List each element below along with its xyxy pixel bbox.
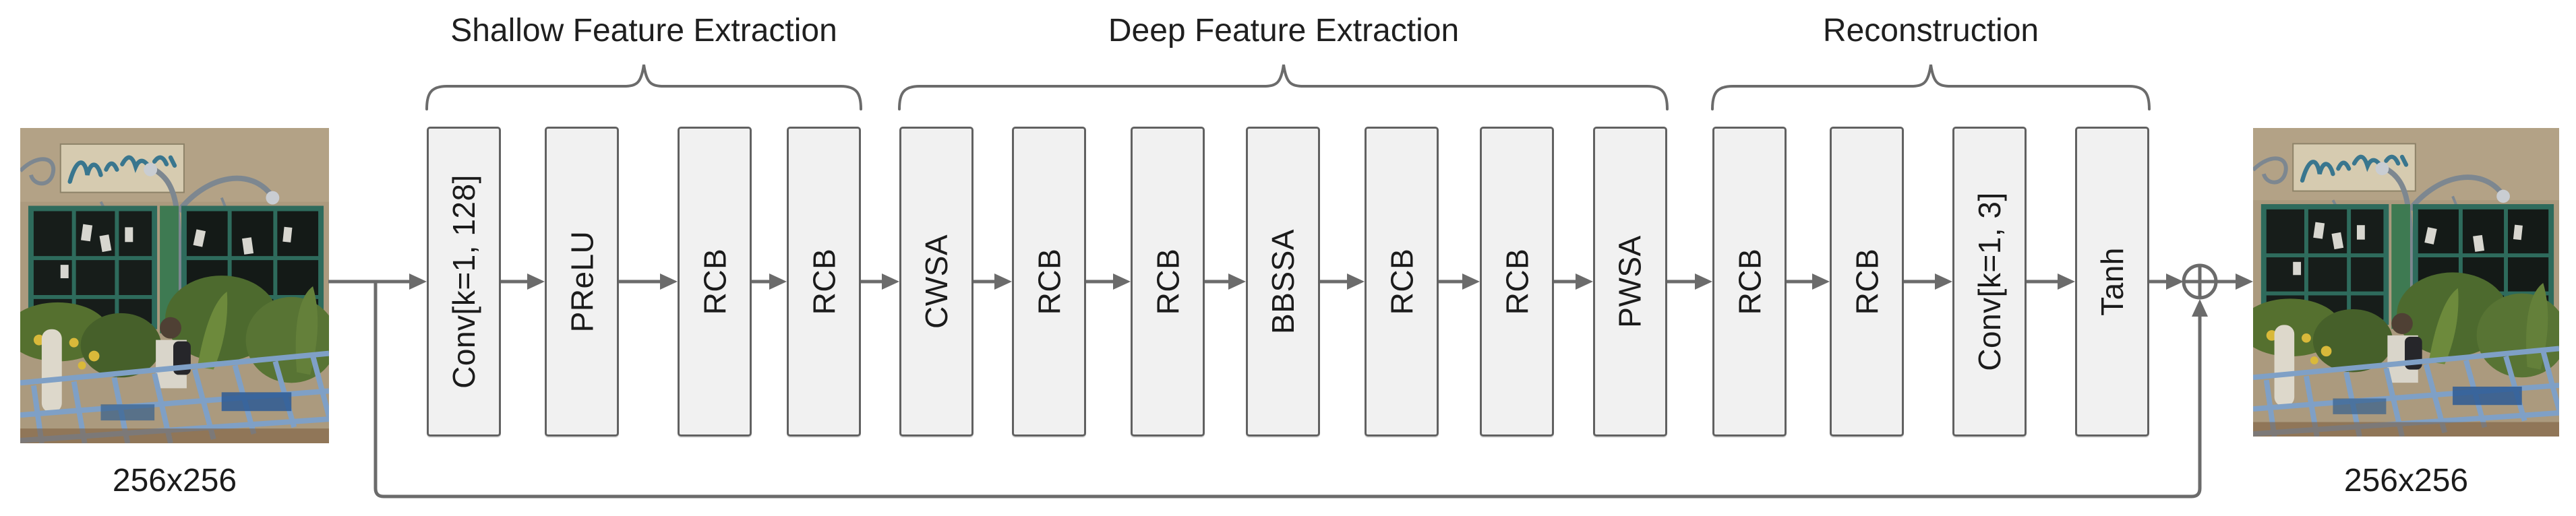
block-rcb-3: RCB — [1012, 127, 1086, 437]
arrow-block4-to-block5 — [861, 273, 899, 290]
skip-arrowhead-up — [2192, 299, 2208, 317]
block-label: Conv[k=1, 3] — [1972, 192, 2008, 371]
block-rcb-4: RCB — [1131, 127, 1205, 437]
arrow-block11-to-block12 — [1667, 273, 1712, 290]
block-prelu: PReLU — [545, 127, 619, 437]
block-label: RCB — [1031, 248, 1067, 315]
arrow-block15-to-add — [2149, 273, 2184, 290]
input-size-label: 256x256 — [112, 463, 237, 498]
brace-shallow — [425, 64, 862, 110]
block-rcb-5: RCB — [1365, 127, 1439, 437]
block-conv-k1-3: Conv[k=1, 3] — [1952, 127, 2027, 437]
arrow-block5-to-block6 — [974, 273, 1012, 290]
block-label: RCB — [1150, 248, 1185, 315]
elementwise-add-icon — [2182, 263, 2218, 300]
arrow-block7-to-block8 — [1205, 273, 1246, 290]
block-label: BBSSA — [1265, 229, 1301, 334]
block-rcb-2: RCB — [787, 127, 861, 437]
arrow-add-to-output — [2216, 273, 2253, 290]
arrow-block10-to-block11 — [1554, 273, 1593, 290]
arrow-block8-to-block9 — [1320, 273, 1365, 290]
block-bbssa: BBSSA — [1246, 127, 1320, 437]
brace-deep — [898, 64, 1669, 110]
block-tanh: Tanh — [2075, 127, 2149, 437]
arrow-block9-to-block10 — [1439, 273, 1480, 290]
block-label: RCB — [1732, 248, 1767, 315]
section-title-reconstruction: Reconstruction — [1822, 13, 2039, 49]
block-rcb-1: RCB — [678, 127, 752, 437]
block-label: PReLU — [564, 230, 600, 333]
arrow-block1-to-block2 — [501, 273, 545, 290]
block-rcb-8: RCB — [1830, 127, 1904, 437]
block-label: Tanh — [2095, 247, 2130, 316]
block-label: Conv[k=1, 128] — [446, 174, 482, 389]
flow-arrows — [328, 273, 2253, 290]
arrow-block14-to-block15 — [2027, 273, 2075, 290]
arrow-block6-to-block7 — [1086, 273, 1131, 290]
block-label: RCB — [806, 248, 841, 315]
section-braces — [425, 64, 2151, 110]
block-rcb-7: RCB — [1712, 127, 1787, 437]
arrow-block13-to-block14 — [1904, 273, 1952, 290]
block-pwsa: PWSA — [1593, 127, 1667, 437]
brace-reconstruction — [1711, 64, 2151, 110]
block-label: RCB — [1849, 248, 1884, 315]
skip-connection — [373, 282, 2208, 498]
block-label: CWSA — [919, 234, 954, 329]
arrow-input-to-block1 — [328, 273, 427, 290]
output-size-label: 256x256 — [2343, 463, 2469, 498]
block-label: RCB — [1499, 248, 1534, 315]
section-title-shallow-feature-extraction: Shallow Feature Extraction — [450, 13, 837, 49]
block-label: RCB — [697, 248, 732, 315]
arrow-block2-to-block3 — [619, 273, 678, 290]
block-rcb-6: RCB — [1480, 127, 1554, 437]
section-title-deep-feature-extraction: Deep Feature Extraction — [1108, 13, 1460, 49]
block-label: RCB — [1384, 248, 1419, 315]
block-label: PWSA — [1613, 235, 1648, 328]
block-cwsa: CWSA — [899, 127, 974, 437]
arrow-block3-to-block4 — [752, 273, 787, 290]
arrow-block12-to-block13 — [1787, 273, 1830, 290]
block-conv-k1-128: Conv[k=1, 128] — [427, 127, 501, 437]
